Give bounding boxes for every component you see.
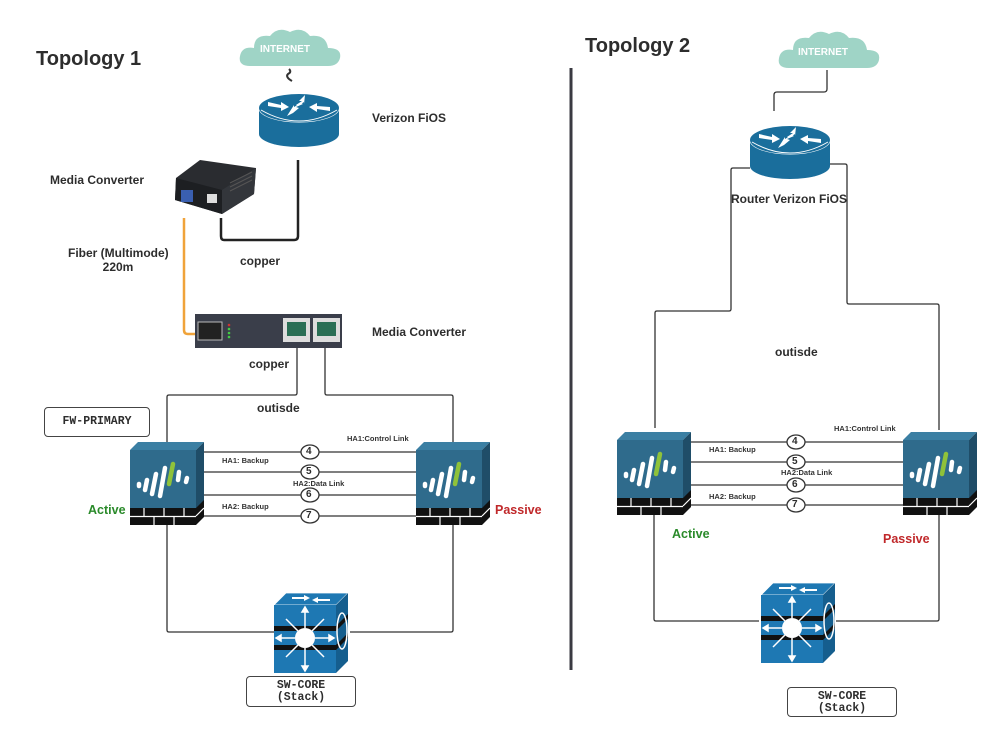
sw-core-box-1: SW-CORE (Stack) <box>246 676 356 707</box>
ha-link-6-marker-2 <box>786 477 806 493</box>
ha-link-5-marker-1 <box>300 464 320 480</box>
router-label-1: Verizon FiOS <box>372 111 447 125</box>
copper-cable-top <box>219 160 300 242</box>
ha-link-4-marker-1 <box>300 444 320 460</box>
ha-link-number-5-2: 5 <box>792 456 798 467</box>
ha-link-label-ha2-backup-1: HA2: Backup <box>222 502 269 511</box>
core-switch-icon-2 <box>760 582 836 664</box>
active-label-2: Active <box>672 527 710 541</box>
outside-label-1: outisde <box>257 401 300 415</box>
media-converter-device-top <box>175 160 256 214</box>
fiber-label-length: 220m <box>102 260 134 274</box>
firewall-passive-icon-2 <box>903 432 977 515</box>
router-icon-2 <box>749 125 831 180</box>
fiber-cable <box>182 218 197 336</box>
media-converter-top-label: Media Converter <box>50 173 145 187</box>
ha-link-number-5-1: 5 <box>306 466 312 477</box>
fiber-label: Fiber (Multimode) 220m <box>68 246 169 274</box>
outside-link-active-2 <box>654 167 750 428</box>
active-label-1: Active <box>88 503 126 517</box>
core-switch-icon-1 <box>273 592 349 674</box>
inside-link-passive-2 <box>836 514 940 622</box>
ha-link-label-ha2-data-1: HA2:Data Link <box>293 479 345 488</box>
inside-link-passive-1 <box>350 522 454 633</box>
internet-label-1: INTERNET <box>260 44 310 55</box>
ha-link-number-7-1: 7 <box>306 510 312 521</box>
ha-link-4-marker-2 <box>786 434 806 450</box>
passive-label-1: Passive <box>495 503 542 517</box>
media-converter-bottom-label: Media Converter <box>372 325 467 339</box>
internet-link-1 <box>286 68 293 82</box>
sw-core-name-1: SW-CORE <box>276 679 326 692</box>
sw-core-name-2: SW-CORE <box>817 690 867 703</box>
internet-link-2 <box>773 70 828 111</box>
ha-link-number-6-2: 6 <box>792 479 798 490</box>
topology-2-title: Topology 2 <box>585 35 691 57</box>
ha-link-label-ha1-backup-1: HA1: Backup <box>222 456 269 465</box>
ha-link-number-4-1: 4 <box>306 446 312 457</box>
ha-link-7-marker-1 <box>300 508 320 524</box>
fw-primary-box: FW-PRIMARY <box>44 407 150 437</box>
firewall-active-icon-2 <box>617 432 691 515</box>
ha-link-number-6-1: 6 <box>306 489 312 500</box>
router-label-2: Router Verizon FiOS <box>731 192 848 206</box>
topology-1-title: Topology 1 <box>36 48 142 70</box>
firewall-passive-icon-1 <box>416 442 490 525</box>
passive-label-2: Passive <box>883 532 930 546</box>
router-icon-1 <box>258 93 340 148</box>
internet-label-2: INTERNET <box>798 47 848 58</box>
ha-link-5-marker-2 <box>786 454 806 470</box>
fiber-label-type: Fiber (Multimode) <box>68 246 169 260</box>
ha-link-label-ha2-backup-2: HA2: Backup <box>709 492 756 501</box>
inside-link-active-1 <box>166 522 274 633</box>
firewall-active-icon-1 <box>130 442 204 525</box>
ha-link-label-control-2: HA1:Control Link <box>834 424 896 433</box>
copper-label-top: copper <box>240 254 281 268</box>
ha-link-label-ha1-backup-2: HA1: Backup <box>709 445 756 454</box>
ha-link-number-4-2: 4 <box>792 436 798 447</box>
outside-link-passive-1 <box>324 348 454 448</box>
ha-link-6-marker-1 <box>300 487 320 503</box>
ha-link-label-control-1: HA1:Control Link <box>347 434 409 443</box>
copper-label-bottom: copper <box>249 357 290 371</box>
outside-link-active-1 <box>166 348 298 448</box>
ha-link-label-ha2-data-2: HA2:Data Link <box>781 468 833 477</box>
ha-link-number-7-2: 7 <box>792 499 798 510</box>
inside-link-active-2 <box>653 514 759 622</box>
sw-core-type-2: (Stack) <box>817 702 867 715</box>
outside-label-2: outisde <box>775 345 818 359</box>
media-converter-device-bottom <box>195 314 342 348</box>
outside-link-passive-2 <box>830 163 940 430</box>
ha-link-7-marker-2 <box>786 497 806 513</box>
sw-core-box-2: SW-CORE (Stack) <box>787 687 897 717</box>
sw-core-type-1: (Stack) <box>276 691 326 704</box>
